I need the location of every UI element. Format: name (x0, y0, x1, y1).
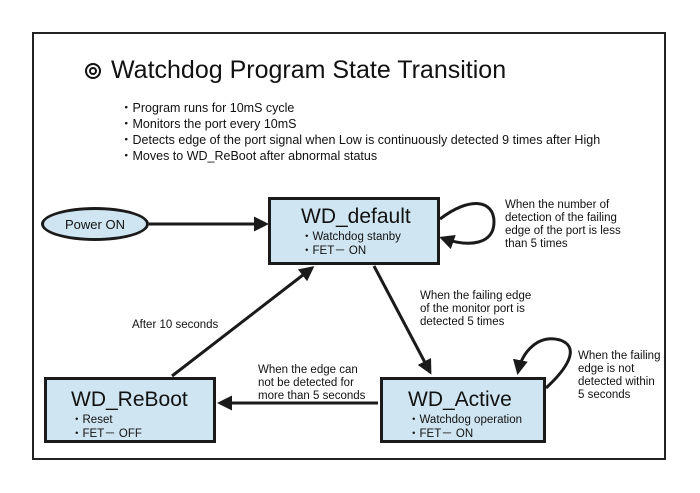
state-attributes: Watchdog operation FET－ ON (408, 413, 543, 441)
state-attribute: Reset (71, 413, 213, 427)
state-attribute: FET－ ON (408, 427, 543, 441)
arrow-reboot-to-default (171, 266, 315, 378)
state-attribute: FET－ OFF (71, 427, 213, 441)
state-attribute: FET－ ON (301, 244, 437, 258)
arrow-loop-active (513, 337, 572, 390)
double-circle-icon (85, 62, 101, 79)
note-item: Moves to WD_ReBoot after abnormal status (120, 148, 600, 164)
label-loop-default: When the number of detection of the fail… (505, 199, 621, 250)
label-default-to-active: When the failing edge of the monitor por… (420, 290, 532, 328)
title-text: Watchdog Program State Transition (111, 56, 507, 84)
state-name: WD_default (301, 205, 411, 228)
label-active-to-reboot: When the edge can not be detected for mo… (258, 364, 366, 402)
arrow-default-to-active (372, 265, 432, 375)
diagram-title: Watchdog Program State Transition (85, 56, 506, 85)
state-name: WD_Active (408, 388, 512, 411)
state-wd-default: WD_default Watchdog stanby FET－ ON (268, 197, 440, 265)
notes-list: Program runs for 10mS cycle Monitors the… (120, 100, 601, 164)
start-node-label: Power ON (65, 216, 125, 232)
state-attributes: Watchdog stanby FET－ ON (301, 230, 437, 258)
state-attribute: Watchdog operation (408, 413, 543, 427)
start-node-power-on: Power ON (41, 207, 149, 241)
note-item: Monitors the port every 10mS (120, 116, 600, 132)
arrow-loop-default (439, 202, 496, 250)
state-wd-reboot: WD_ReBoot Reset FET－ OFF (44, 377, 216, 443)
note-item: Detects edge of the port signal when Low… (120, 132, 601, 148)
state-attribute: Watchdog stanby (301, 230, 437, 244)
label-reboot-to-default: After 10 seconds (132, 319, 219, 331)
state-attributes: Reset FET－ OFF (71, 413, 213, 441)
label-loop-active: When the failing edge is not detected wi… (578, 350, 661, 401)
state-wd-active: WD_Active Watchdog operation FET－ ON (380, 377, 546, 443)
state-name: WD_ReBoot (71, 388, 188, 411)
note-item: Program runs for 10mS cycle (120, 100, 600, 116)
